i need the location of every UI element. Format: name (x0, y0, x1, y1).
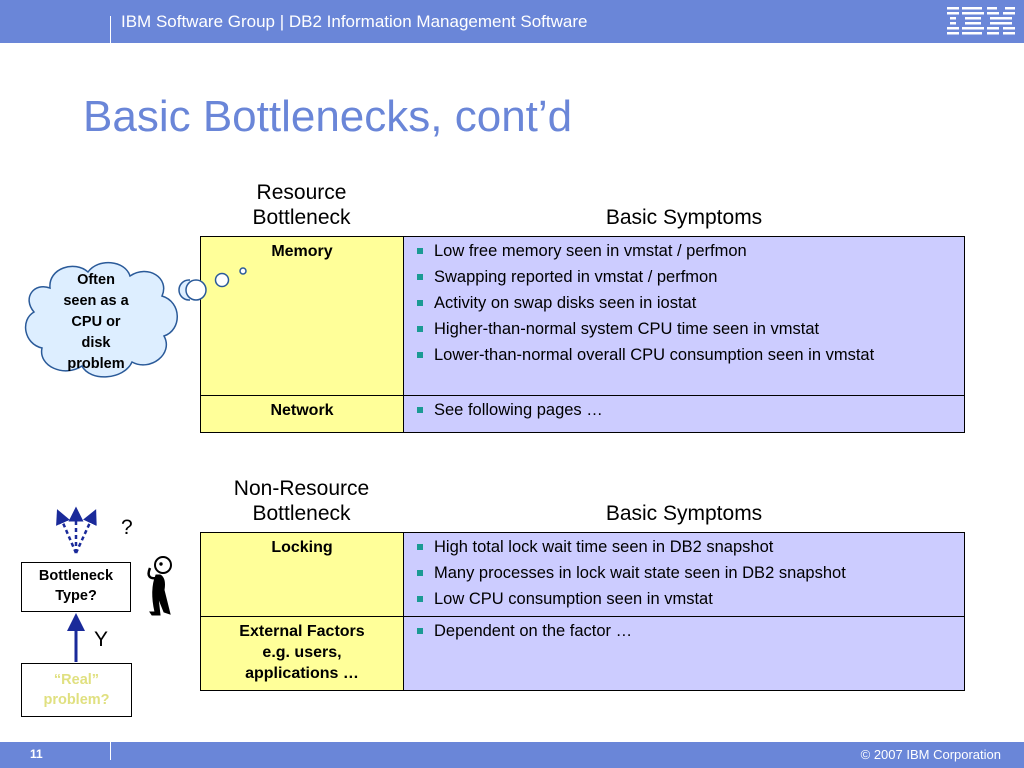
list-item: Activity on swap disks seen in iostat (416, 293, 964, 314)
category-cell: Memory (200, 236, 404, 396)
symptoms-cell: High total lock wait time seen in DB2 sn… (403, 532, 965, 617)
footer-bar: 11 © 2007 IBM Corporation (0, 742, 1024, 768)
box-line: Type? (55, 588, 97, 604)
category-cell: Network (200, 395, 404, 433)
list-item: High total lock wait time seen in DB2 sn… (416, 537, 964, 558)
list-item: Higher-than-normal system CPU time seen … (416, 319, 964, 340)
nonresource-col-heading-line2: Bottleneck (252, 502, 351, 525)
yes-label: Y (94, 628, 109, 651)
table-row: Network See following pages … (200, 395, 965, 433)
list-item: Dependent on the factor … (416, 621, 964, 642)
cloud-text: Often seen as a CPU or disk problem (48, 270, 144, 375)
symptoms-cell: Dependent on the factor … (403, 616, 965, 691)
resource-col-heading-line1: Resource (256, 181, 347, 204)
header-divider (110, 16, 111, 43)
table-row: Memory Low free memory seen in vmstat / … (200, 236, 965, 396)
box-line: problem? (43, 692, 110, 708)
list-item: Lower-than-normal overall CPU consumptio… (416, 345, 964, 366)
cloud-text-line: CPU or (71, 314, 121, 330)
nonresource-symptoms-heading: Basic Symptoms (605, 502, 763, 525)
bottleneck-type-box: Bottleneck Type? (21, 562, 131, 612)
thinking-person-icon (147, 556, 172, 616)
resource-table: Memory Low free memory seen in vmstat / … (200, 236, 965, 433)
box-line: “Real” (53, 672, 100, 688)
thought-bubble-dots-icon (185, 267, 247, 301)
nonresource-col-heading: Non-Resource Bottleneck (200, 476, 403, 526)
resource-col-heading-line2: Bottleneck (252, 206, 351, 229)
cloud-text-line: disk (81, 335, 111, 351)
ibm-logo (947, 7, 1015, 35)
resource-symptoms-heading: Basic Symptoms (605, 206, 763, 229)
table-row: Locking High total lock wait time seen i… (200, 532, 965, 617)
category-cell: Locking (200, 532, 404, 617)
list-item: See following pages … (416, 400, 964, 421)
list-item: Low free memory seen in vmstat / perfmon (416, 241, 964, 262)
list-item: Low CPU consumption seen in vmstat (416, 589, 964, 610)
footer-divider (110, 742, 111, 760)
symptoms-cell: See following pages … (403, 395, 965, 433)
nonresource-table: Locking High total lock wait time seen i… (200, 532, 965, 691)
header-text: IBM Software Group | DB2 Information Man… (121, 12, 588, 31)
category-cell: External Factors e.g. users, application… (200, 616, 404, 691)
nonresource-col-heading-line1: Non-Resource (233, 477, 370, 500)
category-line: applications … (245, 665, 359, 682)
page-number: 11 (30, 747, 43, 761)
copyright: © 2007 IBM Corporation (860, 747, 1001, 762)
header-bar: IBM Software Group | DB2 Information Man… (0, 0, 1024, 43)
resource-col-heading: Resource Bottleneck (200, 180, 403, 230)
question-mark: ? (121, 516, 133, 539)
box-line: Bottleneck (38, 568, 114, 584)
table-row: External Factors e.g. users, application… (200, 616, 965, 691)
thought-cloud-icon (24, 262, 190, 378)
category-line: e.g. users, (262, 644, 342, 661)
symptoms-cell: Low free memory seen in vmstat / perfmon… (403, 236, 965, 396)
cloud-text-line: Often (77, 272, 115, 288)
list-item: Many processes in lock wait state seen i… (416, 563, 964, 584)
slide-title: Basic Bottlenecks, cont’d (83, 92, 573, 141)
real-problem-box: “Real” problem? (21, 663, 132, 717)
cloud-text-line: seen as a (63, 293, 129, 309)
decision-diagram (56, 506, 172, 662)
cloud-text-line: problem (67, 356, 125, 372)
category-line: External Factors (239, 623, 365, 640)
list-item: Swapping reported in vmstat / perfmon (416, 267, 964, 288)
branch-arrows-icon (56, 506, 97, 554)
